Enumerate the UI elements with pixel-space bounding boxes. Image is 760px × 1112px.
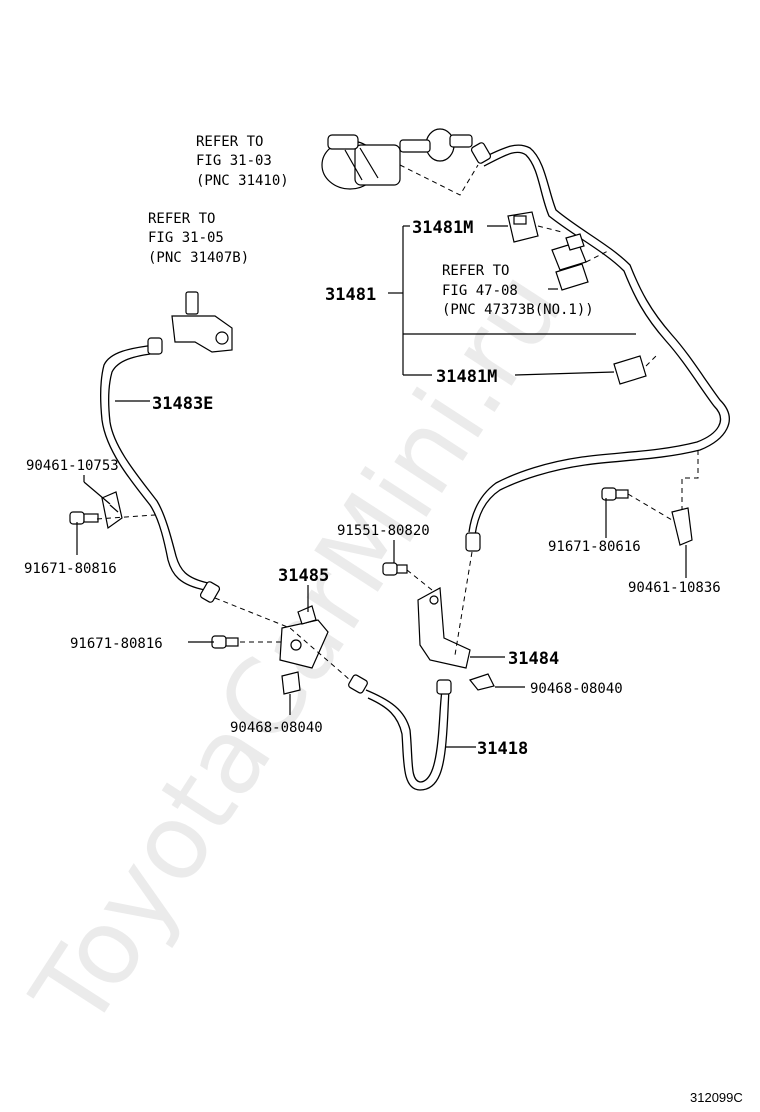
label-91671-80616: 91671-80616 (548, 539, 641, 555)
clamp-47373B (551, 233, 589, 291)
clutch-line-pipe-31481 (465, 142, 730, 552)
clutch-master-cylinder (321, 128, 473, 190)
label-31484: 31484 (508, 649, 559, 669)
label-31481: 31481 (325, 285, 376, 305)
bracket-31485 (279, 605, 329, 669)
clamp-90461-10753 (101, 491, 123, 530)
clamp-31481M-top (507, 211, 539, 243)
ref-clamp-line3: (PNC 47373B(NO.1)) (442, 302, 594, 318)
label-90468-08040-left: 90468-08040 (230, 720, 323, 736)
ref-master-line3: (PNC 31410) (196, 173, 289, 189)
ref-release-line2: FIG 31-05 (148, 230, 224, 246)
label-90461-10753: 90461-10753 (26, 458, 119, 474)
label-31481M-bottom: 31481M (436, 367, 497, 387)
label-90461-10836: 90461-10836 (628, 580, 721, 596)
clutch-release-cylinder-fitting (171, 291, 233, 353)
ref-release-line1: REFER TO (148, 211, 215, 227)
clamp-31481M-bottom (613, 355, 647, 385)
flexible-hose-31418 (348, 674, 452, 791)
clamp-90461-10836 (671, 507, 693, 546)
ref-master-line1: REFER TO (196, 134, 263, 150)
label-90468-08040-right: 90468-08040 (530, 681, 623, 697)
reference-master-cylinder: REFER TO FIG 31-03 (PNC 31410) (196, 134, 289, 189)
drawing-code: 312099C (690, 1090, 743, 1105)
label-31483E: 31483E (152, 394, 213, 414)
label-91551-80820: 91551-80820 (337, 523, 430, 539)
clip-90468-08040-left (281, 671, 301, 695)
label-31485: 31485 (278, 566, 329, 586)
ref-clamp-line2: FIG 47-08 (442, 283, 518, 299)
label-31418: 31418 (477, 739, 528, 759)
label-91671-80816-left: 91671-80816 (24, 561, 117, 577)
label-91671-80816-mid: 91671-80816 (70, 636, 163, 652)
ref-clamp-line1: REFER TO (442, 263, 509, 279)
bracket-31484 (417, 587, 471, 669)
bolt-91551-80820 (382, 562, 408, 576)
reference-clamp: REFER TO FIG 47-08 (PNC 47373B(NO.1)) (442, 263, 594, 318)
ref-master-line2: FIG 31-03 (196, 153, 272, 169)
clip-90468-08040-right (468, 673, 495, 691)
clutch-hose-31483E (100, 337, 221, 603)
bolt-91671-80816-left (69, 511, 99, 525)
bolt-91671-80616 (601, 487, 629, 501)
ref-release-line3: (PNC 31407B) (148, 250, 249, 266)
label-31481M-top: 31481M (412, 218, 473, 238)
reference-release-cylinder: REFER TO FIG 31-05 (PNC 31407B) (148, 211, 249, 266)
leader-lines (76, 225, 687, 748)
bolt-91671-80816-mid (211, 635, 239, 649)
